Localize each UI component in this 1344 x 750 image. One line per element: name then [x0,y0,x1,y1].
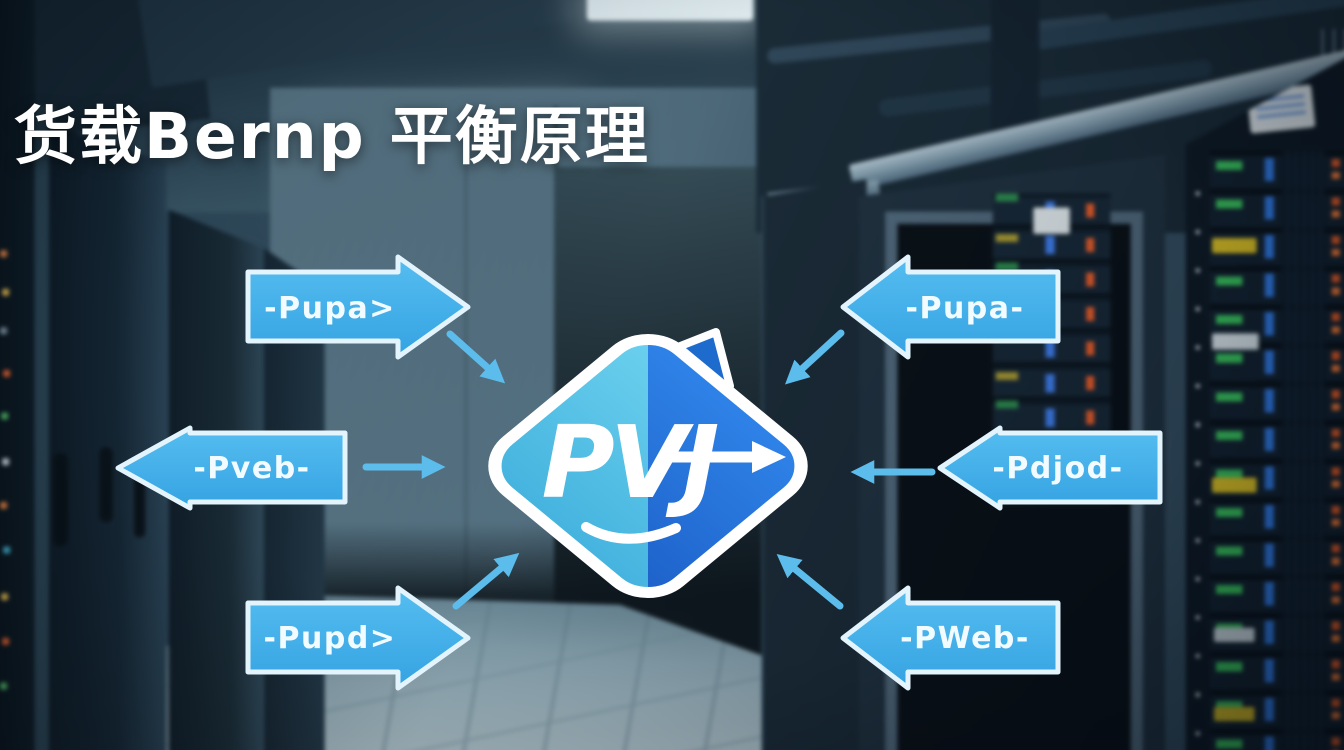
rack-handle [52,453,69,547]
port-grid [1281,150,1326,750]
flow-arrow-bottom-left: -Pupd> [245,585,471,691]
rack-handle [134,476,146,538]
arrow-left-icon [937,425,1163,511]
server-label [1033,207,1070,234]
connector-bottom-right-icon [776,553,844,610]
arrow-right-icon [245,254,471,360]
arrow-right-icon [245,585,471,691]
flow-label: -Pupa- [906,291,1025,326]
flow-arrow-mid-right: -Pdjod- [937,425,1163,511]
arrow-left-icon [840,585,1061,691]
wall-seam [464,116,467,644]
flow-arrows: -Pupa> -Pveb- -Pupd> -Pupa- -Pdjod- -PWe… [115,254,1163,691]
connector-bottom-left-icon [452,552,520,610]
server-rack-left-2 [48,124,167,750]
flow-label: -Pdjod- [992,451,1123,486]
connector-arrows [362,329,936,610]
logo-swoosh [581,522,681,544]
arrow-left-icon [840,254,1061,360]
connector-top-right-icon [784,329,845,385]
flow-label: -PWeb- [900,621,1030,656]
led-column-blue [1045,193,1055,506]
page-title: 货载Bernp 平衡原理 [14,100,650,174]
flow-arrow-bottom-right: -PWeb- [840,585,1061,691]
server-label-yellow [1211,237,1257,254]
server-rack-left-1 [0,0,35,750]
server-label-white [1214,627,1255,642]
server-stack [1209,150,1344,750]
rack-handle [99,447,113,523]
connector-top-left-icon [446,330,506,384]
ceiling-light-panel-top [586,0,754,21]
server-label-white [1211,333,1259,350]
server-label-yellow [1211,477,1257,493]
logo-arrow-head-icon [752,441,786,473]
flow-arrow-top-left: -Pupa> [245,254,471,360]
led-column-orange [1331,150,1340,750]
led-column-orange [1086,193,1095,506]
arrow-left-icon [115,425,348,511]
flow-arrow-top-right: -Pupa- [840,254,1061,360]
flow-label: -Pupd> [264,621,397,656]
server-cabinet-right-3 [1185,53,1344,750]
led-column-blue [1264,150,1274,750]
rack-led-lights [0,250,8,258]
rack-rail-screws [1195,175,1200,744]
flow-label: -Pupa> [264,291,396,326]
load-balancer-logo: PVJ [477,325,819,608]
flow-arrow-mid-left: -Pveb- [115,425,348,511]
flow-label: -Pveb- [193,451,310,486]
server-label-yellow [1214,706,1255,722]
